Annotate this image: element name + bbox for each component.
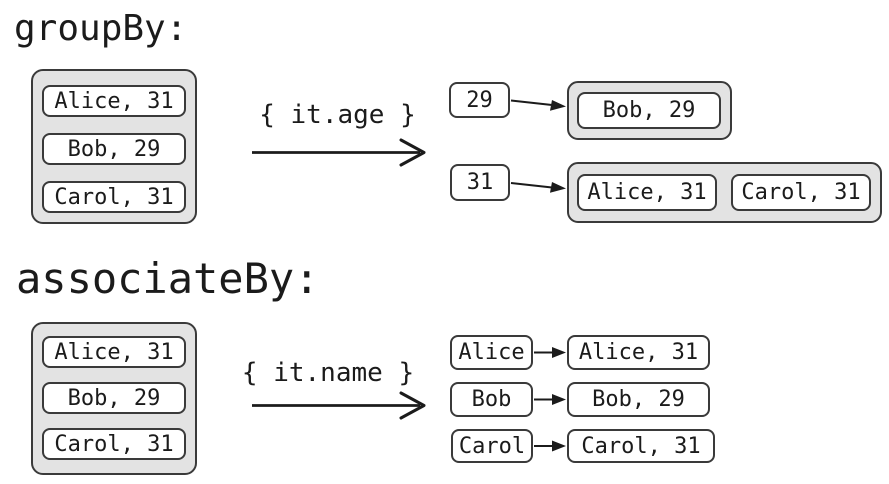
source-item: Carol, 31 — [42, 428, 186, 460]
key-to-group-arrow-icon — [510, 182, 566, 193]
grouped-item: Bob, 29 — [577, 92, 721, 129]
key-to-value-arrow-icon — [534, 440, 566, 452]
groupby-lambda-label: { it.age } — [259, 100, 416, 130]
associate-key-box: Alice — [450, 335, 533, 370]
source-item: Carol, 31 — [42, 181, 186, 213]
group-key-box: 29 — [449, 82, 510, 118]
group-values-container: Alice, 31 Carol, 31 — [567, 162, 882, 223]
associate-key-box: Carol — [451, 429, 533, 463]
grouped-item: Carol, 31 — [731, 174, 871, 211]
associateby-lambda-label: { it.name } — [241, 358, 415, 388]
group-values-container: Bob, 29 — [567, 81, 732, 140]
associate-key-box: Bob — [450, 382, 533, 417]
associateby-transform-arrow-icon — [252, 391, 426, 420]
group-key-box: 31 — [450, 164, 510, 201]
associate-value-box: Carol, 31 — [567, 429, 715, 463]
groupby-source-list: Alice, 31 Bob, 29 Carol, 31 — [31, 69, 197, 224]
source-item: Bob, 29 — [42, 133, 186, 165]
groupby-section-title: groupBy: — [14, 8, 188, 49]
associateby-source-list: Alice, 31 Bob, 29 Carol, 31 — [31, 322, 197, 475]
key-to-group-arrow-icon — [510, 99, 566, 111]
key-to-value-arrow-icon — [534, 394, 566, 405]
grouped-item: Alice, 31 — [577, 174, 717, 211]
groupby-transform-arrow-icon — [252, 138, 426, 167]
source-item: Alice, 31 — [42, 85, 186, 117]
key-to-value-arrow-icon — [534, 347, 566, 358]
associate-value-box: Alice, 31 — [567, 335, 710, 370]
associateby-section-title: associateBy: — [16, 254, 320, 303]
source-item: Alice, 31 — [42, 336, 186, 368]
source-item: Bob, 29 — [42, 382, 186, 414]
associate-value-box: Bob, 29 — [567, 382, 710, 417]
